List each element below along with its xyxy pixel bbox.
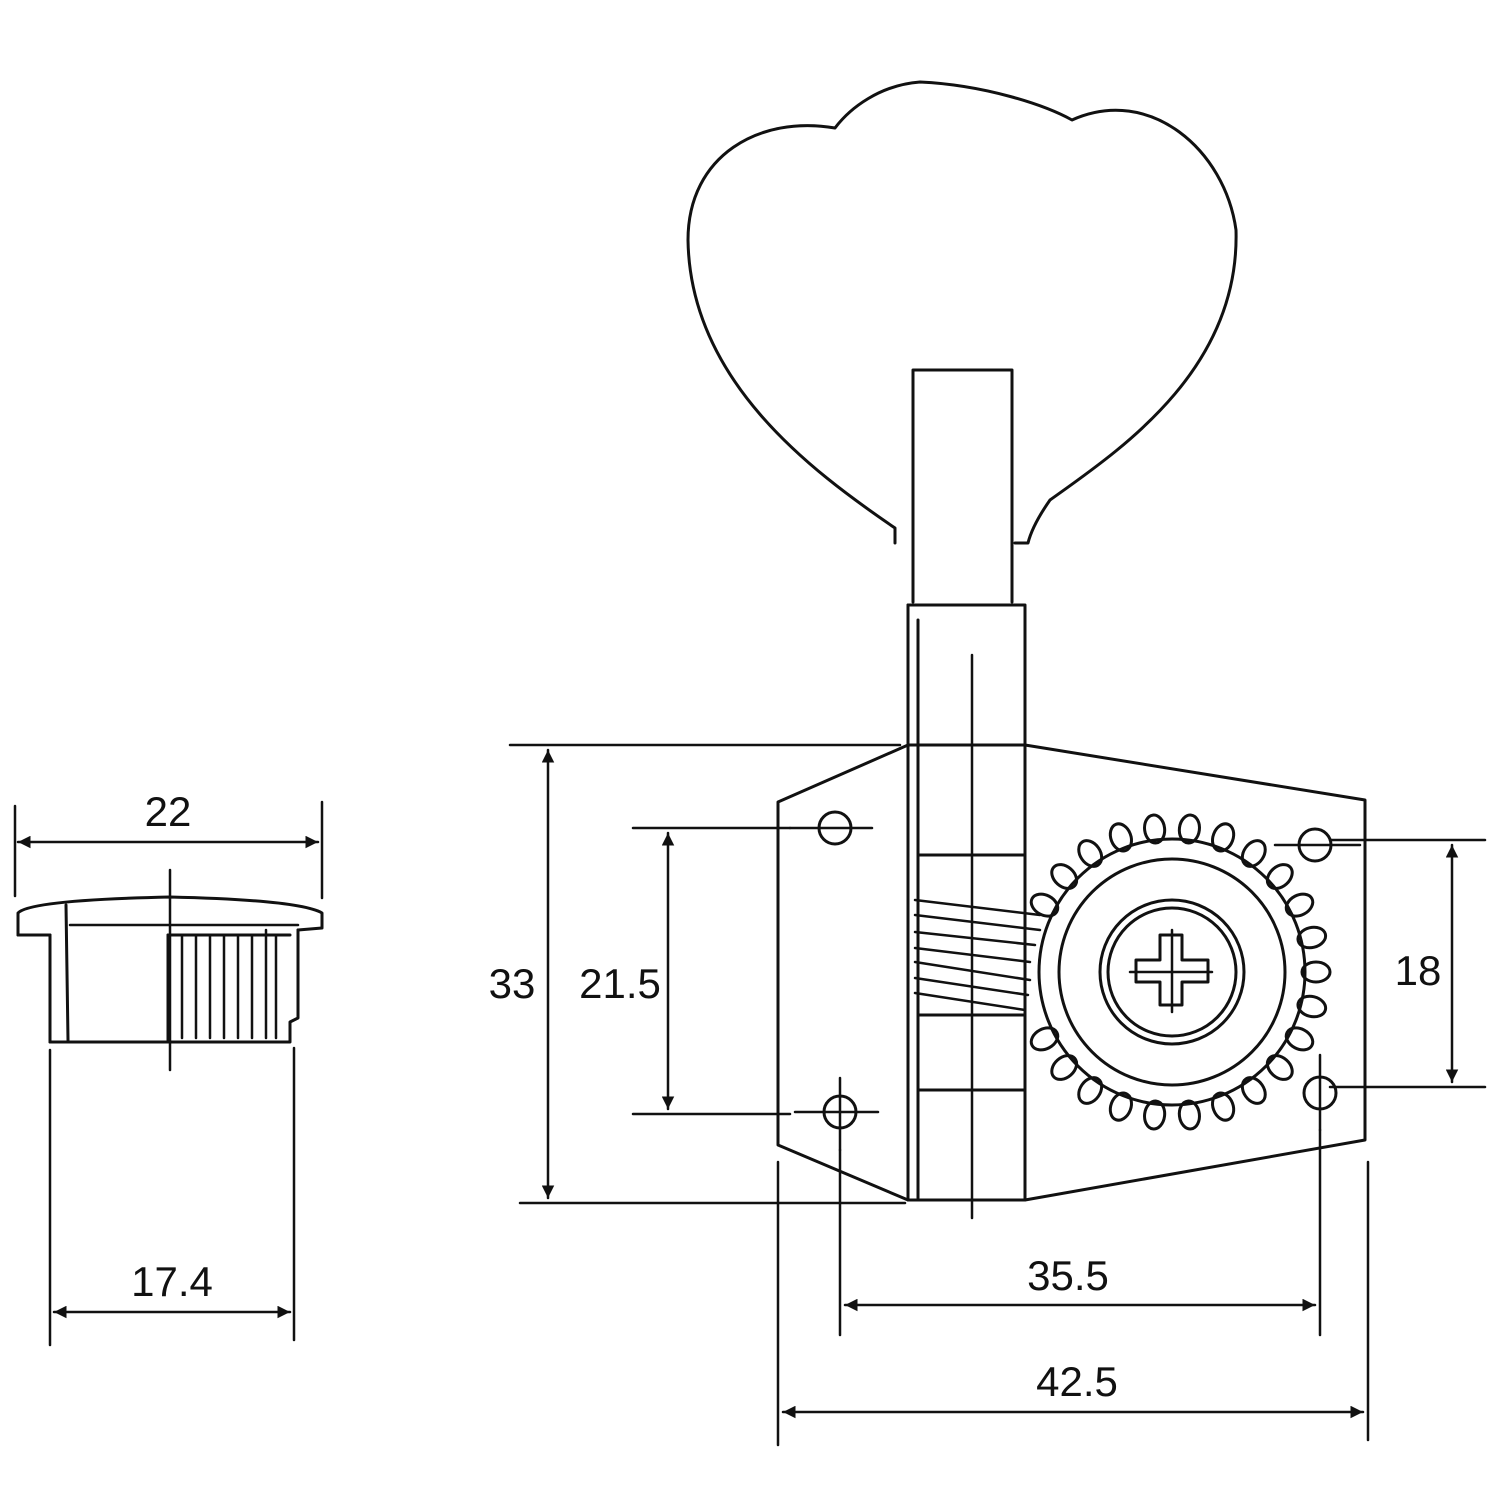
gear-outer-ring (1037, 837, 1307, 1107)
gear-tooth (1211, 1091, 1236, 1122)
gear-tooth (1108, 822, 1133, 853)
gear-tooth (1108, 1091, 1133, 1122)
gear-tooth (1265, 1054, 1294, 1081)
gear-tooth (1077, 1076, 1104, 1105)
gear-tooth (1284, 1026, 1315, 1052)
mounting-hole-top-right (1273, 827, 1362, 863)
gear-teeth (1029, 813, 1332, 1131)
label-bushing-shaft: 17.4 (131, 1258, 213, 1305)
dimension-plate-width: 42.5 (776, 1160, 1370, 1447)
gear-tooth (1240, 839, 1267, 868)
worm-thread (913, 898, 1042, 1012)
mounting-plate (776, 743, 1367, 1202)
dimension-bushing-width: 22 (13, 788, 324, 900)
gear-tooth (1029, 892, 1060, 918)
bushing-shaft (48, 928, 300, 1044)
bushing-side-view: 22 17.4 (13, 788, 324, 1347)
dimension-bushing-shaft: 17.4 (48, 1046, 296, 1347)
gear-tooth (1177, 813, 1201, 845)
gear-tooth (1296, 994, 1328, 1019)
gear-tooth (1284, 892, 1315, 918)
gear-screw-head (1098, 898, 1246, 1046)
gear-tooth (1296, 925, 1328, 950)
gear-screw-rim (1106, 906, 1238, 1038)
gear-tooth (1050, 863, 1079, 890)
dimension-hole-spacing-horizontal: 35.5 (838, 1128, 1322, 1337)
bushing-knurl (180, 928, 278, 1040)
gear-tooth (1143, 1099, 1167, 1131)
gear-tooth (1029, 1026, 1060, 1052)
gear-tooth (1177, 1099, 1201, 1131)
gear-tooth (1300, 960, 1332, 984)
label-plate-height: 33 (489, 960, 536, 1007)
gear-tooth (1143, 813, 1167, 845)
gear-tooth (1211, 822, 1236, 853)
mounting-hole-top-left (788, 810, 874, 846)
label-hole-spacing-horizontal: 35.5 (1027, 1252, 1109, 1299)
gear-washer (1057, 857, 1287, 1087)
gear-tooth (1240, 1076, 1267, 1105)
tuner-front-view: 33 21.5 18 35.5 42.5 (489, 80, 1487, 1447)
dimension-plate-height: 33 (489, 743, 907, 1205)
dimension-hole-spacing-left: 21.5 (579, 826, 792, 1116)
gear-tooth (1077, 839, 1104, 868)
gear-tooth (1050, 1054, 1079, 1081)
label-plate-width: 42.5 (1036, 1358, 1118, 1405)
mounting-hole-bottom-left (793, 1076, 880, 1152)
label-hole-spacing-right: 18 (1395, 947, 1442, 994)
dimension-hole-spacing-right: 18 (1328, 838, 1487, 1089)
tuner-shaft (911, 368, 1014, 604)
tuner-key (686, 80, 1238, 545)
label-bushing-width: 22 (145, 788, 192, 835)
gear-tooth (1265, 863, 1294, 890)
mounting-hole-bottom-right (1302, 1053, 1338, 1132)
phillips-screw-icon (1134, 933, 1210, 1007)
tuner-gear-housing (906, 603, 1027, 1202)
label-hole-spacing-left: 21.5 (579, 960, 661, 1007)
